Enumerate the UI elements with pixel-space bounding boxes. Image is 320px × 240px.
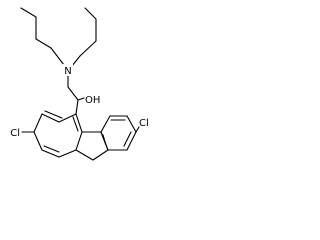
nitrogen-label-background [63,64,73,76]
amino-alcohol-chain [67,75,85,115]
chlorine-right-label: Cl [139,118,149,129]
butyl-chain-right [71,7,97,67]
benzene-ring-right [100,115,137,151]
chlorine-left-label: Cl [10,128,20,139]
nitrogen-label: N [64,66,71,77]
bond-to-chlorine-right [135,126,140,133]
benzene-ring-left [33,110,83,158]
butyl-chain-left [20,7,65,66]
structural-formula: N OH Cl Cl [10,7,149,161]
hydroxyl-label: OH [85,95,100,106]
